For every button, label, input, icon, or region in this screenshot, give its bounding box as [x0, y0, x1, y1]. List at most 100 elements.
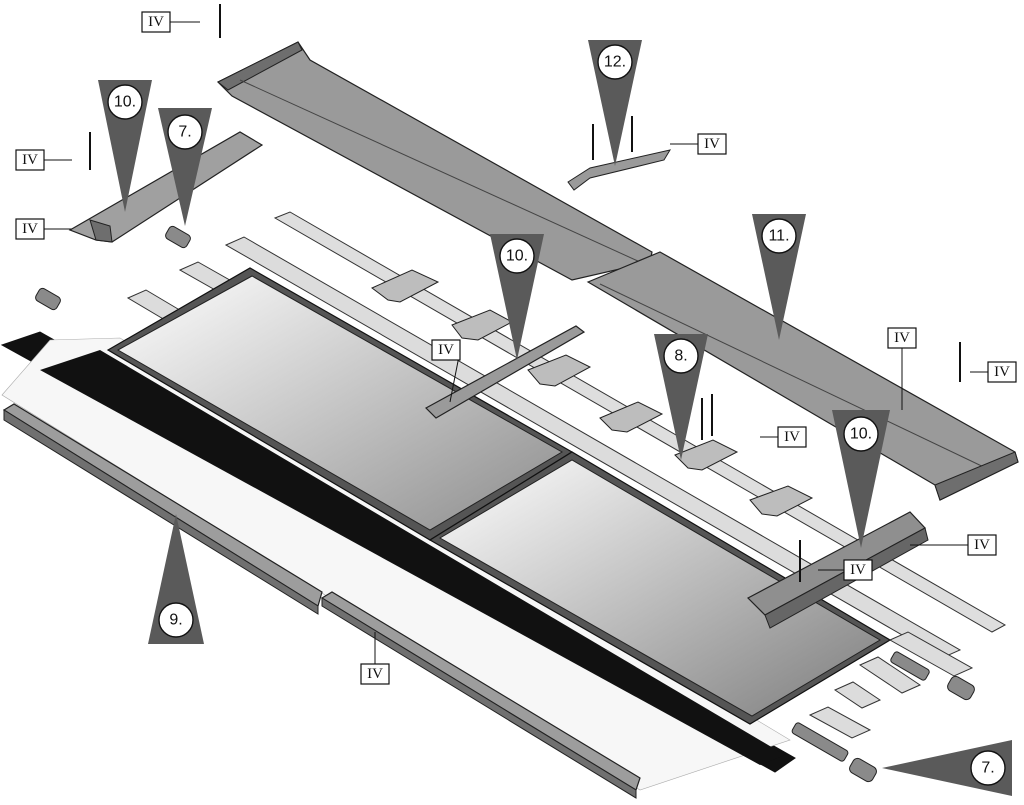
callout-step-11: 11. — [752, 214, 806, 340]
callout-step-12: 12. — [588, 40, 642, 166]
callout-badge — [843, 416, 879, 452]
label-box — [360, 663, 390, 685]
clip-plate — [567, 149, 672, 191]
label-box — [15, 149, 45, 171]
top-flashing-right — [586, 251, 1019, 501]
callout-step-8: 8. — [654, 334, 708, 460]
part-label-iv: IV — [967, 534, 997, 556]
callout-label: 10. — [850, 426, 872, 443]
label-box — [967, 534, 997, 556]
center-rail — [425, 325, 586, 419]
part-label-iv: IV — [360, 663, 390, 685]
callout-badge — [761, 218, 797, 254]
callout-badge — [167, 114, 203, 150]
fitting — [35, 287, 61, 311]
label-box — [697, 133, 727, 155]
label-box — [431, 339, 461, 361]
callout-label: 12. — [604, 54, 626, 71]
callout-step-10-a: 10. — [98, 80, 152, 212]
callout-badge — [970, 750, 1006, 786]
label-box — [141, 11, 171, 33]
callout-step-7-b: 7. — [882, 740, 1012, 796]
bottom-flashing-left-face — [3, 409, 319, 615]
callout-badge — [158, 602, 194, 638]
mounting-hook — [451, 309, 514, 341]
callout-step-7-a: 7. — [158, 108, 212, 226]
callout-label: 11. — [768, 228, 789, 245]
mounting-hook — [599, 401, 664, 433]
part-label-iv: IV — [697, 133, 727, 155]
panel-glass — [439, 459, 881, 717]
pipe-fittings — [35, 225, 975, 783]
mounting-hook — [674, 439, 739, 471]
label-box — [887, 327, 917, 349]
batten — [224, 236, 962, 659]
flashing-fold — [239, 79, 641, 263]
part-label-iv: IV — [141, 11, 171, 33]
callout-step-9: 9. — [148, 514, 204, 644]
callout-badge — [107, 84, 143, 120]
top-flashing-left-lip — [217, 41, 303, 91]
mounting-hooks — [371, 269, 814, 517]
label-text: IV — [850, 562, 866, 578]
batten — [858, 656, 922, 694]
part-label-iv: IV — [987, 361, 1017, 383]
label-text: IV — [704, 136, 720, 152]
fitting — [849, 757, 877, 783]
label-text: IV — [367, 666, 383, 682]
label-text: IV — [22, 152, 38, 168]
callout-step-10-b: 10. — [490, 234, 544, 360]
flashing-fold — [599, 283, 991, 471]
collector-panel-right — [428, 451, 892, 725]
batten — [808, 706, 872, 739]
callout-label: 8. — [674, 348, 687, 365]
part-label-iv: IV — [431, 339, 461, 361]
label-text: IV — [894, 330, 910, 346]
screws — [89, 4, 961, 582]
batten — [888, 631, 974, 677]
part-label-iv: IV — [843, 559, 873, 581]
left-side-flashing — [68, 131, 264, 243]
label-text: IV — [974, 537, 990, 553]
callout-badge — [499, 238, 535, 274]
callout-step-10-c: 10. — [832, 410, 890, 548]
fitting — [165, 225, 191, 249]
mounting-hook — [749, 485, 814, 517]
part-label-iv: IV — [15, 149, 45, 171]
label-box — [15, 218, 45, 240]
label-box — [843, 559, 873, 581]
label-text: IV — [994, 364, 1010, 380]
top-flashing-left — [216, 41, 653, 281]
label-box — [777, 426, 807, 448]
part-label-iv: IV — [777, 426, 807, 448]
top-flashing-right-end — [934, 451, 1019, 501]
label-box — [987, 361, 1017, 383]
label-text: IV — [784, 429, 800, 445]
callout-label: 10. — [506, 248, 528, 265]
callout-badge — [663, 338, 699, 374]
callout-triangle — [832, 410, 890, 548]
label-text: IV — [148, 14, 164, 30]
callout-label: 7. — [178, 124, 191, 141]
top-flashing — [216, 41, 1019, 501]
part-label-iv: IV — [887, 327, 917, 349]
bottom-flashing — [2, 403, 641, 799]
part-label-iv: IV — [15, 218, 45, 240]
pipe-stub — [890, 651, 930, 681]
bottom-flashing-right-face — [321, 597, 637, 799]
seal-strip-black — [40, 350, 785, 765]
callout-label: 7. — [981, 760, 994, 777]
label-text: IV — [22, 221, 38, 237]
batten — [833, 681, 882, 709]
callout-label: 10. — [114, 94, 136, 111]
label-text: IV — [438, 342, 454, 358]
callout-label: 9. — [169, 612, 182, 629]
fitting — [947, 675, 975, 701]
panel-glass — [116, 275, 563, 531]
side-flashing-end — [89, 219, 113, 243]
mounting-hook — [371, 269, 440, 303]
pipe-stub — [791, 722, 849, 762]
collector-panel-left — [106, 267, 574, 541]
